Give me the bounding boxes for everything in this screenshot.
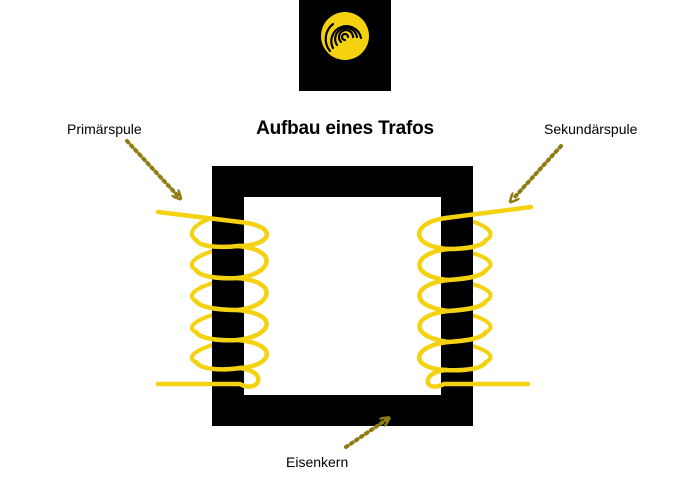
- iron-core-arrow: [344, 420, 386, 449]
- iron-core: [212, 166, 473, 426]
- primary-coil: [155, 209, 269, 389]
- secondary-coil: [417, 204, 534, 389]
- primary-coil-label: Primärspule: [67, 121, 142, 137]
- secondary-coil-arrow: [513, 144, 563, 199]
- diagram-title: Aufbau eines Trafos: [256, 118, 434, 139]
- iron-core-label: Eisenkern: [286, 454, 349, 470]
- secondary-coil-label: Sekundärspule: [544, 121, 638, 137]
- logo: [299, 0, 391, 91]
- spiral-logo-icon: [321, 12, 369, 60]
- primary-coil-arrow: [125, 139, 178, 196]
